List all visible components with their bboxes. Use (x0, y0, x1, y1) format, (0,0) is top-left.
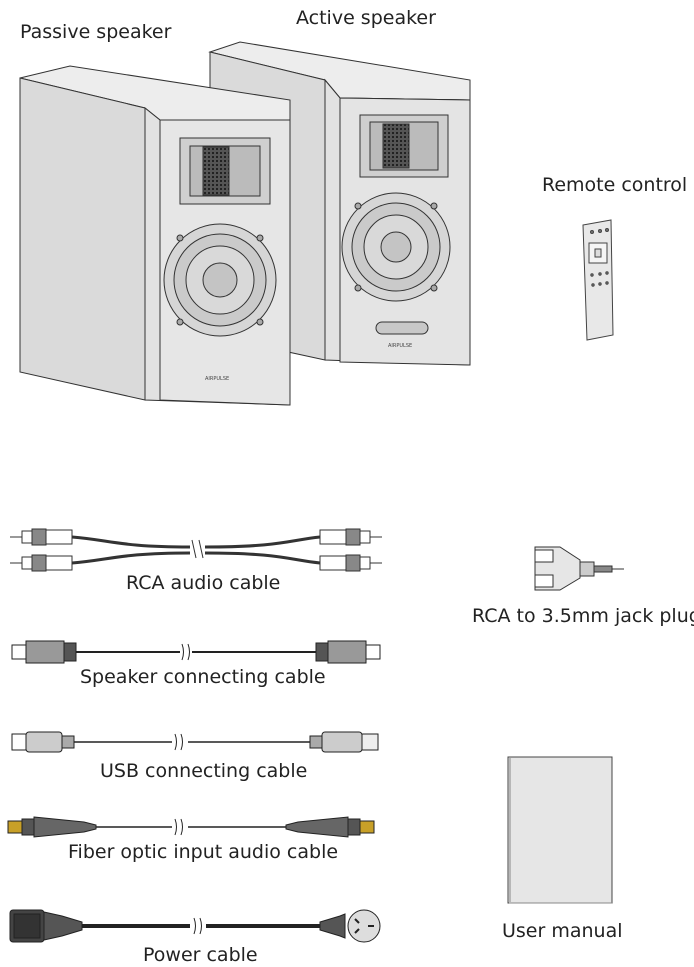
usb-connecting-cable (11, 731, 379, 753)
speaker-connecting-cable (11, 640, 381, 664)
user-manual (507, 756, 613, 904)
remote-control (582, 219, 614, 341)
fiber-cable-label: Fiber optic input audio cable (68, 841, 339, 863)
active-speaker (208, 41, 471, 366)
passive-speaker (19, 65, 291, 406)
active-speaker-logo: AIRPULSE (388, 343, 412, 349)
speaker-cable-label: Speaker connecting cable (80, 666, 326, 688)
passive-speaker-logo: AIRPULSE (205, 376, 229, 382)
power-cable-label: Power cable (143, 944, 258, 966)
remote-control-label: Remote control (542, 174, 688, 196)
rca-jack-plug-label: RCA to 3.5mm jack plug (472, 605, 694, 627)
rca-jack-plug (534, 546, 624, 591)
user-manual-label: User manual (502, 920, 623, 942)
active-speaker-label: Active speaker (296, 7, 436, 29)
usb-cable-label: USB connecting cable (100, 760, 308, 782)
rca-audio-cable-label: RCA audio cable (126, 572, 281, 594)
fiber-optic-cable (7, 816, 375, 838)
passive-speaker-label: Passive speaker (20, 21, 172, 43)
rca-audio-cable (10, 528, 382, 572)
power-cable (9, 909, 381, 943)
